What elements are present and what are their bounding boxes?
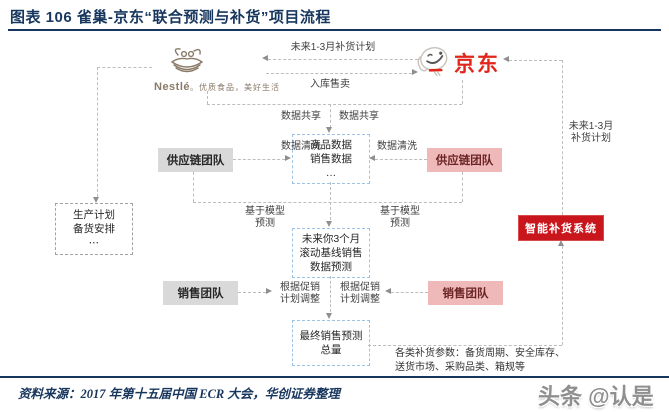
label-data-clean-left: 数据清洗 — [281, 141, 321, 152]
watermark: 头条 @认是 — [538, 384, 654, 409]
nestle-wordmark: Nestlé。优质食品，美好生活 — [154, 77, 280, 95]
flow-line-future-plan — [268, 59, 418, 60]
rolling-forecast-box: 未来你3个月 滚动基线销售 数据预测 — [292, 228, 370, 278]
flow-line-clean-left — [233, 159, 285, 160]
flow-line-sales-right — [391, 292, 428, 293]
production-plan-box: 生产计划 备货安排 ⋯ — [55, 203, 133, 255]
label-model-left: 基于模型 预测 — [245, 206, 285, 229]
product-sales-data-box: 商品数据 销售数据 … — [292, 134, 370, 184]
flow-line-share — [207, 104, 462, 105]
smart-replenish-box: 智能补货系统 — [518, 215, 604, 241]
replenish-params-note: 各类补货参数：备货周期、安全库存、 送货市场、采购品类、箱规等 — [395, 348, 565, 373]
label-future-plan-top: 未来1-3月补货计划 — [290, 42, 376, 53]
nestle-brand-text: Nestlé — [154, 81, 191, 93]
jd-brand-text: 京东 — [454, 53, 500, 76]
flow-line-nestle-down — [207, 91, 208, 104]
sales-team-right-box: 销售团队 — [428, 281, 503, 305]
supply-chain-team-left-box: 供应链团队 — [158, 148, 233, 172]
nestle-nest-icon — [171, 48, 203, 73]
flow-line-to-production — [97, 67, 98, 197]
arrowhead-to-production — [93, 197, 99, 203]
arrowhead-to-nestle — [262, 55, 268, 61]
flow-line-share-drop — [330, 104, 331, 128]
nestle-tagline-text: 。优质食品，美好生活 — [190, 83, 281, 92]
label-future-plan-right: 未来1-3月 补货计划 — [568, 121, 614, 144]
label-data-clean-right: 数据清洗 — [377, 141, 417, 152]
title-underline — [8, 29, 661, 31]
arrowhead-sales-left — [266, 288, 272, 294]
flow-line-supply-right-down — [462, 172, 463, 202]
footer-rule — [0, 376, 669, 378]
flow-line-nestle-left — [97, 67, 152, 68]
flow-line-final-right — [368, 345, 562, 346]
source-note: 资料来源：2017 年第十五届中国 ECR 大会，华创证券整理 — [18, 387, 340, 401]
flow-line-model — [193, 202, 462, 203]
label-promo-left: 根据促销 计划调整 — [280, 282, 320, 305]
final-forecast-box: 最终销售预测 总量 — [292, 320, 370, 366]
flow-line-up-to-smart — [562, 246, 563, 345]
flow-line-smart-to-jd — [509, 60, 562, 61]
jd-logo: 京东 — [414, 44, 510, 82]
flow-line-model-drop — [330, 182, 331, 220]
arrowhead-clean-left — [285, 155, 291, 161]
arrowhead-to-final-box — [326, 313, 332, 319]
label-inbound-sales: 入库售卖 — [310, 79, 350, 90]
arrowhead-to-smart-box — [558, 240, 564, 246]
label-promo-right: 根据促销 计划调整 — [340, 282, 380, 305]
label-model-right: 基于模型 预测 — [380, 206, 420, 229]
arrowhead-to-jd — [412, 69, 418, 75]
flow-line-jd-down — [462, 80, 463, 104]
flow-line-smart-up — [562, 60, 563, 215]
arrowhead-clean-right — [369, 155, 375, 161]
sales-team-left-box: 销售团队 — [163, 281, 238, 305]
supply-chain-team-right-box: 供应链团队 — [427, 148, 502, 172]
flow-line-inbound — [266, 73, 412, 74]
label-data-share-right: 数据共享 — [339, 111, 379, 122]
arrowhead-sales-right — [385, 288, 391, 294]
arrowhead-smart-to-jd — [503, 56, 509, 62]
label-data-share-left: 数据共享 — [281, 111, 321, 122]
nestle-logo: Nestlé。优质食品，美好生活 — [152, 47, 282, 95]
jd-dog-icon — [417, 47, 448, 77]
flow-line-sales-left — [238, 292, 266, 293]
flow-line-supply-left-down — [193, 172, 194, 202]
flow-line-clean-right — [375, 159, 427, 160]
arrowhead-to-forecast-box — [326, 221, 332, 227]
arrowhead-to-data-box — [326, 127, 332, 133]
flow-line-to-final — [330, 276, 331, 312]
figure-title: 图表 106 雀巢-京东“联合预测与补货”项目流程 — [10, 9, 331, 26]
